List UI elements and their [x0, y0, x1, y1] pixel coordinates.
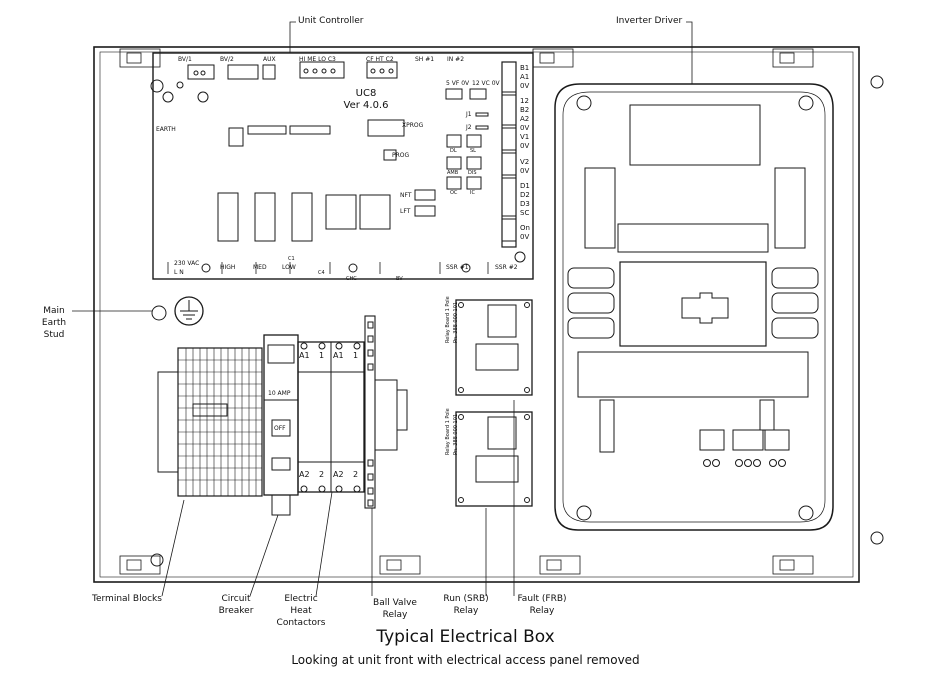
controller-terminal-strip: [501, 61, 517, 248]
inverter-driver: [554, 83, 834, 531]
board-label-ssr1: SSR #1: [446, 264, 469, 271]
unit-controller-board: [152, 52, 534, 280]
led-label-dis: DIS: [468, 170, 477, 176]
ball-valve-relay: [364, 315, 408, 509]
callout-main-earth-stud-3: Stud: [43, 330, 65, 340]
callout-run-relay-2: Relay: [453, 606, 479, 616]
callout-ball-valve-relay-1: Ball Valve: [373, 598, 417, 608]
contactor-terminal-a1: A1: [299, 351, 310, 360]
terminal-label: 0V: [520, 124, 530, 132]
board-label-xprog: XPROG: [402, 122, 424, 129]
board-label-230vac: 230 VAC: [174, 260, 200, 267]
terminal-label: 0V: [520, 167, 530, 175]
main-earth-stud: [151, 305, 167, 321]
board-label-in2: IN #2: [447, 56, 465, 63]
board-label-5vf: 5 VF 0V: [446, 80, 470, 87]
terminal-label: On: [520, 224, 530, 232]
terminal-label: D3: [520, 200, 530, 208]
terminal-label: A1: [520, 73, 530, 81]
terminal-label: V2: [520, 158, 530, 166]
earth-ground-symbol: [174, 296, 204, 326]
board-name: UC8: [355, 88, 377, 99]
board-label-low: LOW: [282, 264, 296, 271]
callout-fault-relay-2: Relay: [529, 606, 555, 616]
terminal-label: B2: [520, 106, 530, 114]
contactor-terminal-1: 1: [353, 351, 359, 360]
board-label-bv2: BV/2: [220, 56, 234, 63]
board-label-bv1: BV/1: [178, 56, 192, 63]
contactor-terminal-a2: A2: [333, 470, 344, 479]
callout-leaders: [72, 21, 693, 597]
terminal-label: D1: [520, 182, 530, 190]
board-label-prog: PROG: [392, 152, 410, 159]
led-label-amb: AMB: [447, 170, 459, 176]
callout-fault-relay-1: Fault (FRB): [517, 594, 567, 604]
enclosure-panel: [93, 46, 884, 583]
callout-run-relay-1: Run (SRB): [443, 594, 489, 604]
breaker-state: OFF: [274, 425, 286, 432]
board-label-med: MED: [253, 264, 267, 271]
board-label-ssr2: SSR #2: [495, 264, 518, 271]
board-version: Ver 4.0.6: [343, 100, 389, 111]
fault-relay-board-part: Pn. 388 000 101: [453, 413, 459, 455]
terminal-label: 0V: [520, 82, 530, 90]
run-relay-board: [455, 299, 533, 396]
callout-inverter-driver: Inverter Driver: [616, 16, 683, 26]
board-label-aux: AUX: [263, 56, 276, 63]
terminal-blocks: [157, 347, 263, 497]
board-label-bv: BV: [396, 276, 403, 282]
board-label-j1: J1: [466, 111, 472, 118]
terminal-label: A2: [520, 115, 530, 123]
terminal-label: SC: [520, 209, 530, 217]
callout-contactors-1: Electric: [284, 594, 318, 604]
callout-main-earth-stud-2: Earth: [41, 318, 67, 328]
led-label-oc: OC: [450, 190, 458, 196]
callout-terminal-blocks: Terminal Blocks: [92, 594, 162, 604]
callout-contactors-3: Contactors: [276, 618, 326, 628]
callout-circuit-breaker-1: Circuit: [221, 594, 251, 604]
led-label-dl: DL: [450, 148, 457, 154]
electric-heat-contactors: [297, 341, 365, 493]
figure-title: Typical Electrical Box: [376, 627, 555, 647]
terminal-label: B1: [520, 64, 530, 72]
board-label-chc: CHC: [346, 276, 357, 282]
run-relay-board-part: Pn. 388 000 101: [453, 301, 459, 343]
fault-relay-board: [455, 411, 533, 507]
board-label-c4: C4: [318, 270, 325, 276]
contactor-terminal-a1: A1: [333, 351, 344, 360]
board-label-high: HIGH: [220, 264, 236, 271]
contactor-terminal-2: 2: [319, 470, 325, 479]
board-label-sh1: SH #1: [415, 56, 435, 63]
terminal-label: V1: [520, 133, 530, 141]
board-label-cf-ht: CF HT C2: [366, 56, 394, 63]
terminal-label: D2: [520, 191, 530, 199]
board-label-earth: EARTH: [156, 126, 176, 133]
contactor-terminal-2: 2: [353, 470, 359, 479]
terminal-label: 12: [520, 97, 529, 105]
board-label-fan-speeds: HI ME LO C3: [299, 56, 336, 63]
contactor-terminal-a2: A2: [299, 470, 310, 479]
callout-ball-valve-relay-2: Relay: [382, 610, 408, 620]
led-label-ic: IC: [470, 190, 475, 196]
board-label-j2: J2: [466, 124, 472, 131]
board-label-12vc: 12 VC 0V: [472, 80, 500, 87]
terminal-label: 0V: [520, 142, 530, 150]
board-label-ln: L N: [174, 269, 184, 276]
board-label-nft: NFT: [400, 192, 412, 199]
callout-main-earth-stud-1: Main: [43, 306, 65, 316]
board-label-lft: LFT: [400, 208, 411, 215]
board-label-c1: C1: [288, 256, 295, 262]
breaker-rating: 10 AMP: [268, 390, 291, 397]
callout-unit-controller: Unit Controller: [298, 16, 364, 26]
callout-contactors-2: Heat: [290, 606, 312, 616]
contactor-terminal-1: 1: [319, 351, 325, 360]
callout-circuit-breaker-2: Breaker: [218, 606, 254, 616]
terminal-label: 0V: [520, 233, 530, 241]
led-label-sl: SL: [470, 148, 476, 154]
figure-subtitle: Looking at unit front with electrical ac…: [291, 653, 640, 667]
